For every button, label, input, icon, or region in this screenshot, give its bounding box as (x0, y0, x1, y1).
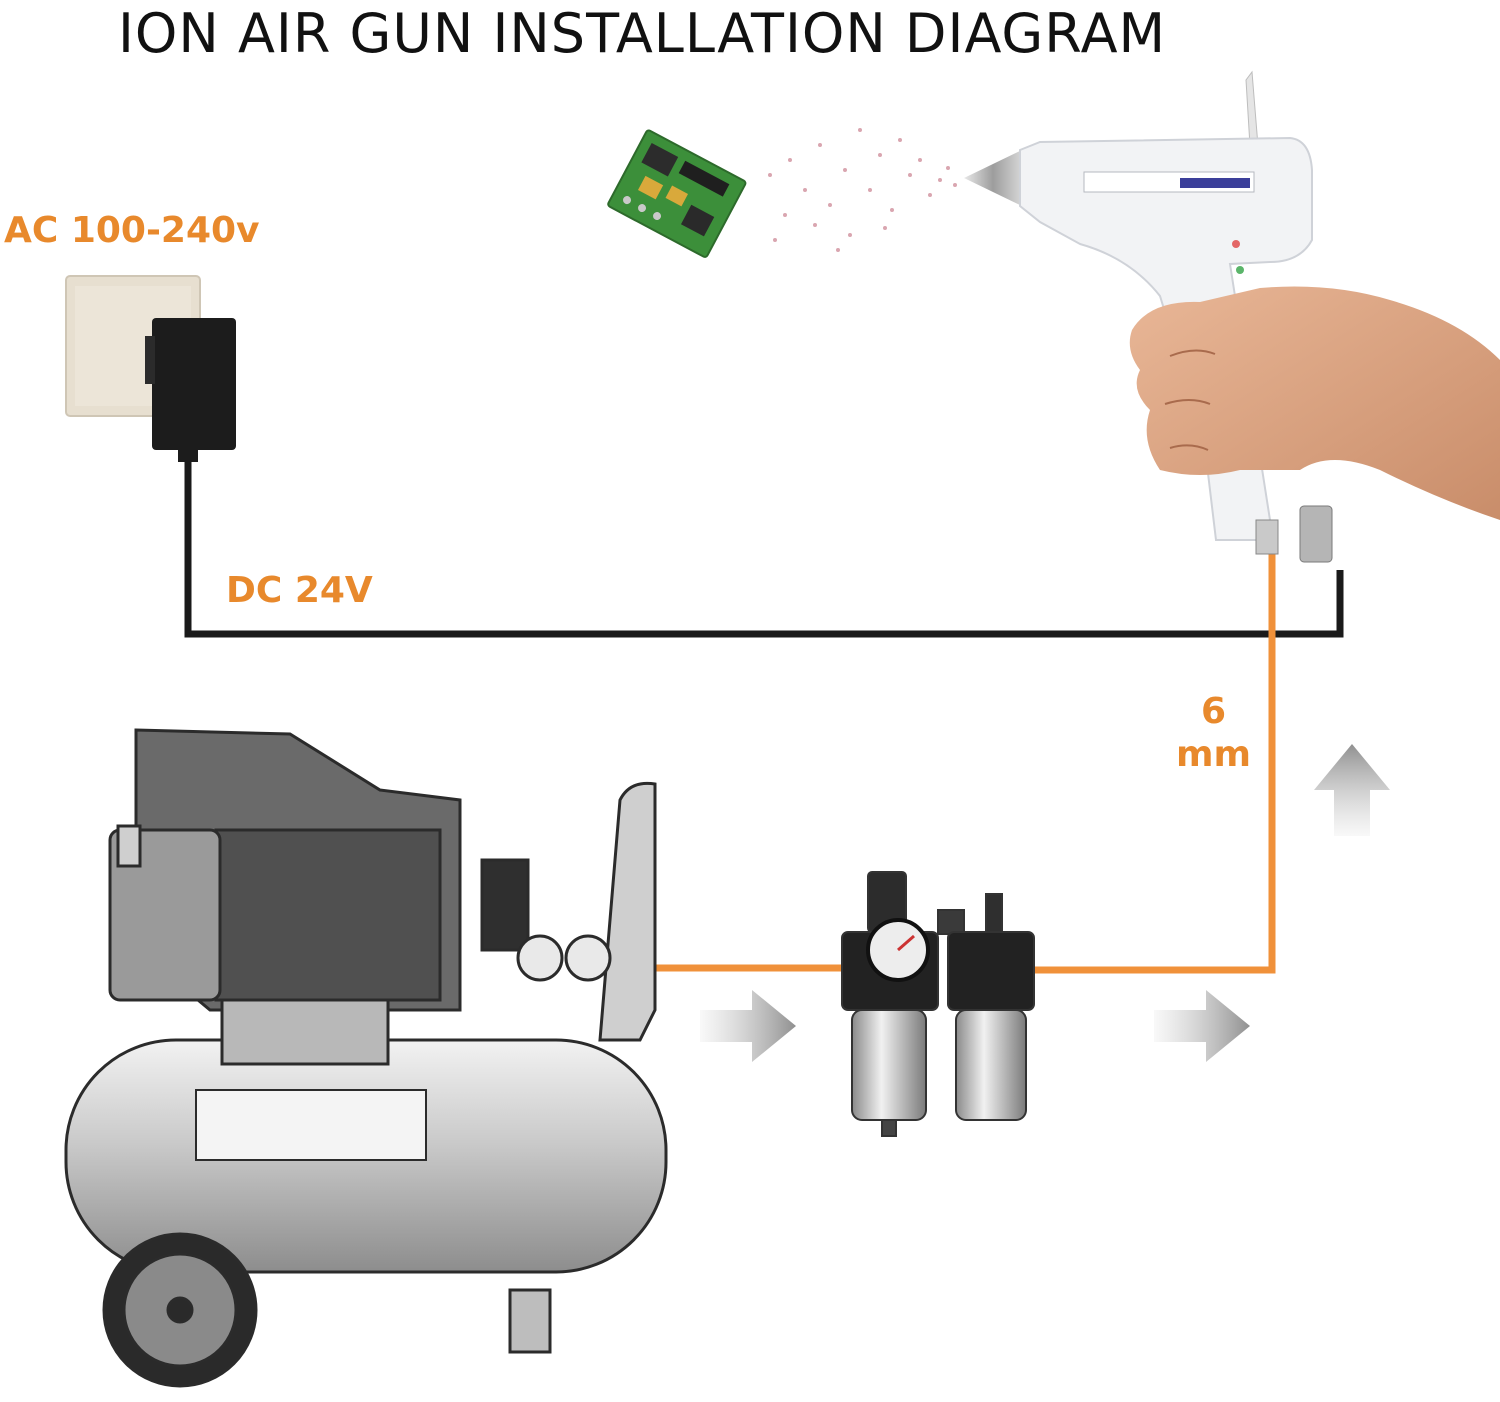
ion-particles (768, 128, 957, 252)
gun-air-fitting (1255, 519, 1279, 555)
compressor-gauge-2 (564, 934, 612, 982)
compressor-wheel-axle (166, 1296, 194, 1324)
lubricator-bowl (955, 1009, 1027, 1121)
hand-knuckle-2 (1164, 399, 1211, 405)
hose-size-value: 6 (1200, 691, 1227, 732)
gun-indicator-red (1232, 240, 1240, 248)
compressor-pump-cap (116, 824, 142, 868)
filter-drain (881, 1119, 897, 1137)
air-hose-filter-to-gun (1034, 548, 1276, 974)
gun-power-connector (1299, 505, 1333, 563)
circuit-board-icon (607, 129, 747, 258)
flow-arrow-from-filter (1154, 990, 1250, 1062)
gun-nozzle (964, 150, 1022, 206)
diagram-title: ION AIR GUN INSTALLATION DIAGRAM (118, 2, 1167, 65)
air-compressor-icon (64, 728, 668, 1388)
board-pad-2 (638, 204, 647, 213)
gun-indicator-green (1236, 266, 1244, 274)
adapter-strain-relief (178, 448, 198, 462)
flow-arrow-icon (700, 990, 796, 1062)
flow-arrow-to-filter (700, 990, 796, 1062)
ac-input-label: AC 100-240v (4, 210, 260, 251)
power-cable (184, 460, 1344, 638)
lubricator-head (947, 931, 1035, 1011)
hand-shape (1129, 286, 1500, 520)
compressor-foot (508, 1288, 552, 1354)
board-pad-3 (653, 212, 662, 221)
flow-arrow-up (1314, 744, 1390, 836)
filter-regulator-icon (841, 871, 1035, 1137)
board-chip-1 (641, 142, 679, 177)
flow-arrow-icon (1154, 990, 1250, 1062)
compressor-gauge-1 (516, 934, 564, 982)
adapter-plug-edge (145, 336, 155, 384)
compressor-pump (108, 828, 222, 1002)
board-capacitor-2 (665, 185, 688, 207)
hose-size-unit: mm (1176, 734, 1252, 775)
gun-antenna (1245, 70, 1259, 147)
filter-bowl (851, 1009, 927, 1121)
hand-icon (1129, 286, 1500, 520)
compressor-motor (214, 828, 442, 1002)
compressor-pressure-switch (480, 858, 530, 952)
regulator-bracket (937, 909, 965, 935)
dc-output-label: DC 24V (226, 570, 373, 611)
board-connector (678, 160, 730, 197)
board-capacitor-1 (637, 175, 664, 200)
hand-knuckle-1 (1169, 349, 1216, 357)
flow-arrow-icon (1314, 744, 1390, 836)
regulator-gauge-needle (897, 934, 915, 952)
adapter-body (152, 318, 236, 450)
compressor-handle (598, 781, 657, 1042)
board-chip-2 (680, 204, 715, 237)
lubricator-valve (985, 893, 1003, 933)
gun-brand-badge (1180, 178, 1250, 188)
hose-size-label: 6 mm (1176, 690, 1251, 776)
hand-knuckle-3 (1169, 444, 1209, 451)
compressor-tank-label (195, 1089, 427, 1161)
board-pad-1 (623, 196, 632, 205)
power-adapter-icon (65, 275, 236, 462)
compressor-base-plate (220, 998, 390, 1066)
